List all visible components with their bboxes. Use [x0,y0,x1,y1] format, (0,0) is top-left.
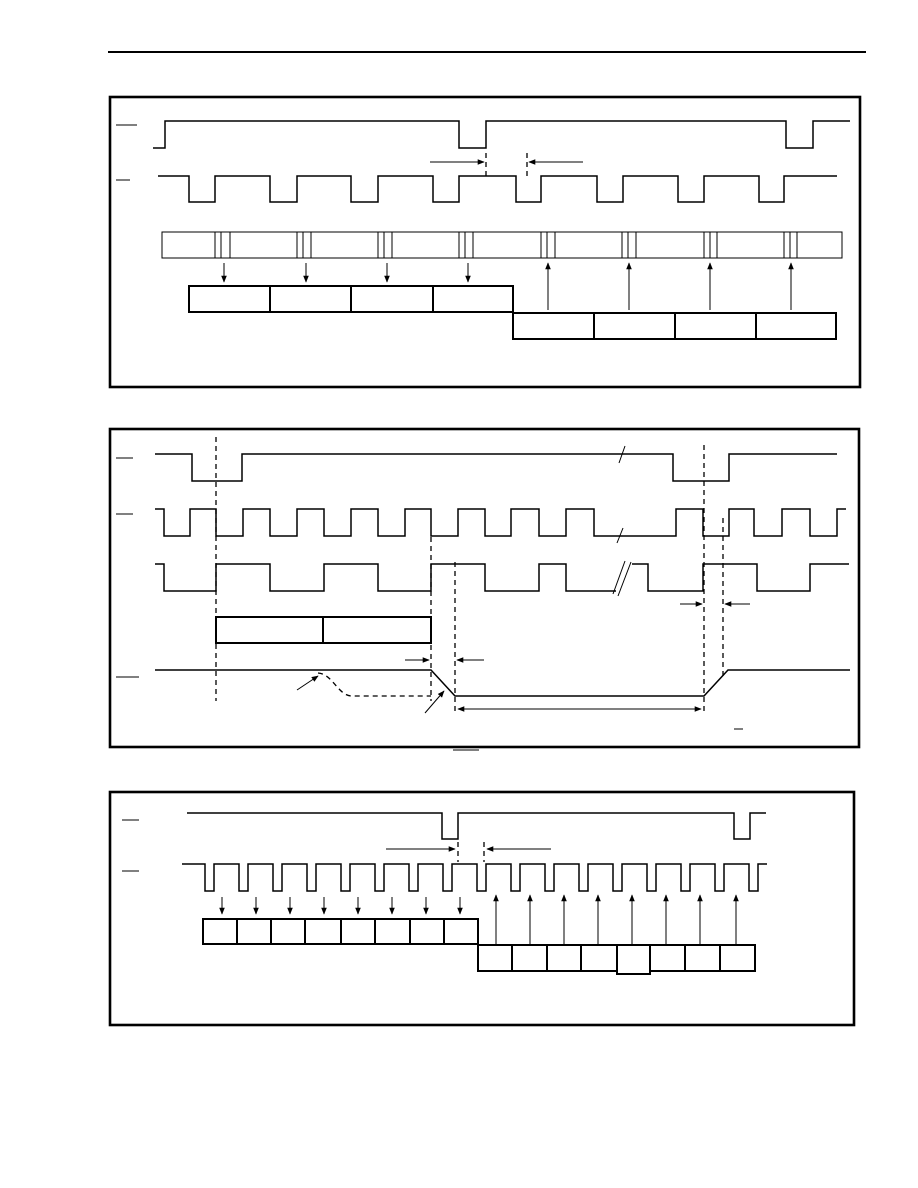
data-cell [580,944,618,972]
data-cell [512,312,595,340]
sample-arrows-down [219,897,463,915]
data-cell [616,944,651,975]
data-cell [409,918,445,945]
data-cell [432,285,514,313]
signal-b-waveform [155,508,846,537]
data-cell [546,944,582,972]
bit-stream-bar [161,231,843,259]
sample-arrows-up [545,262,794,310]
data-cell [593,312,676,340]
data-cell [236,918,272,945]
break-mark [617,561,632,597]
data-cell [215,616,324,644]
signal-c-waveform [155,563,616,592]
data-cell [443,918,479,945]
bit-separators [214,232,798,258]
signal-1-waveform [187,812,766,840]
data-cell [350,285,434,313]
data-cell [304,918,342,945]
pointer-arrow [296,675,319,691]
data-cell [649,944,686,972]
break-mark [616,527,624,544]
lower-data-cells [477,944,756,975]
data-cell [322,616,432,644]
data-cell [270,918,306,945]
clock-waveform [182,863,767,892]
signal-c-waveform-cont [632,563,849,592]
dashed-transition [317,672,431,697]
data-cell [674,312,757,340]
data-cell [477,944,513,972]
clock-waveform [158,175,837,203]
break-mark [612,560,626,595]
timing-diagram-2 [108,427,861,751]
data-cell [684,944,721,972]
timing-diagram-1 [108,95,862,389]
figure-3-frame [108,790,856,1027]
data-cell [511,944,548,972]
lower-data-cells [512,312,837,340]
figure-2-frame [108,427,861,749]
data-cell [269,285,352,313]
data-cell [719,944,756,972]
break-mark [618,445,626,464]
data-cell [188,285,271,313]
signal-a-waveform [155,453,837,482]
upper-data-cells [188,285,514,313]
signal-d-waveform [155,669,850,697]
data-cell [374,918,411,945]
sample-arrows-down [221,263,471,283]
data-cell [340,918,376,945]
signal-1-waveform [153,120,850,149]
data-cell [755,312,837,340]
upper-data-cells [202,918,479,945]
data-cell [202,918,238,945]
sample-arrows-up [493,894,739,944]
figure-1-frame [108,95,862,389]
pointer-arrow [424,690,445,714]
timing-diagram-3 [108,790,856,1027]
